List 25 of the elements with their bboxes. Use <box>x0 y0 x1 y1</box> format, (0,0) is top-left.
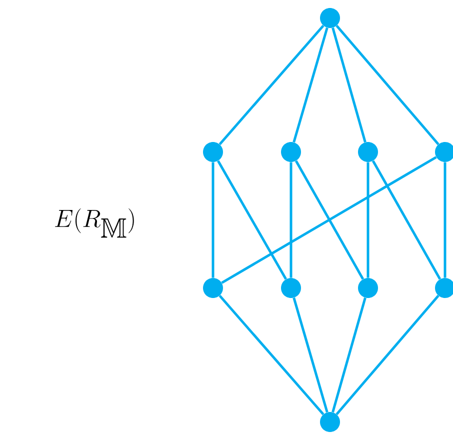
vertex-dot <box>320 8 340 28</box>
formula-label: $E(R_{\mathbb{M}})$ <box>55 208 134 238</box>
edge-line <box>218 24 324 146</box>
vertex-dot <box>281 142 301 162</box>
edge-line <box>336 24 440 146</box>
edge-line <box>221 156 437 284</box>
edge-line <box>372 160 442 280</box>
edge-line <box>292 27 328 143</box>
vertex-dot <box>203 278 223 298</box>
edge-line <box>444 162 446 278</box>
edge-line <box>218 294 324 416</box>
vertex-dot <box>358 142 378 162</box>
edge-line <box>290 162 292 278</box>
vertex-dot <box>203 142 223 162</box>
edge-line <box>212 162 214 278</box>
edge-line <box>332 27 366 143</box>
edge-line <box>217 160 288 280</box>
vertex-dot <box>281 278 301 298</box>
edge-line <box>366 162 370 278</box>
edge-line <box>294 160 364 280</box>
edge-line <box>336 294 440 416</box>
vertex-dot <box>358 278 378 298</box>
edge-line <box>332 297 366 413</box>
edge-line <box>292 297 328 413</box>
vertex-dot <box>320 412 340 432</box>
